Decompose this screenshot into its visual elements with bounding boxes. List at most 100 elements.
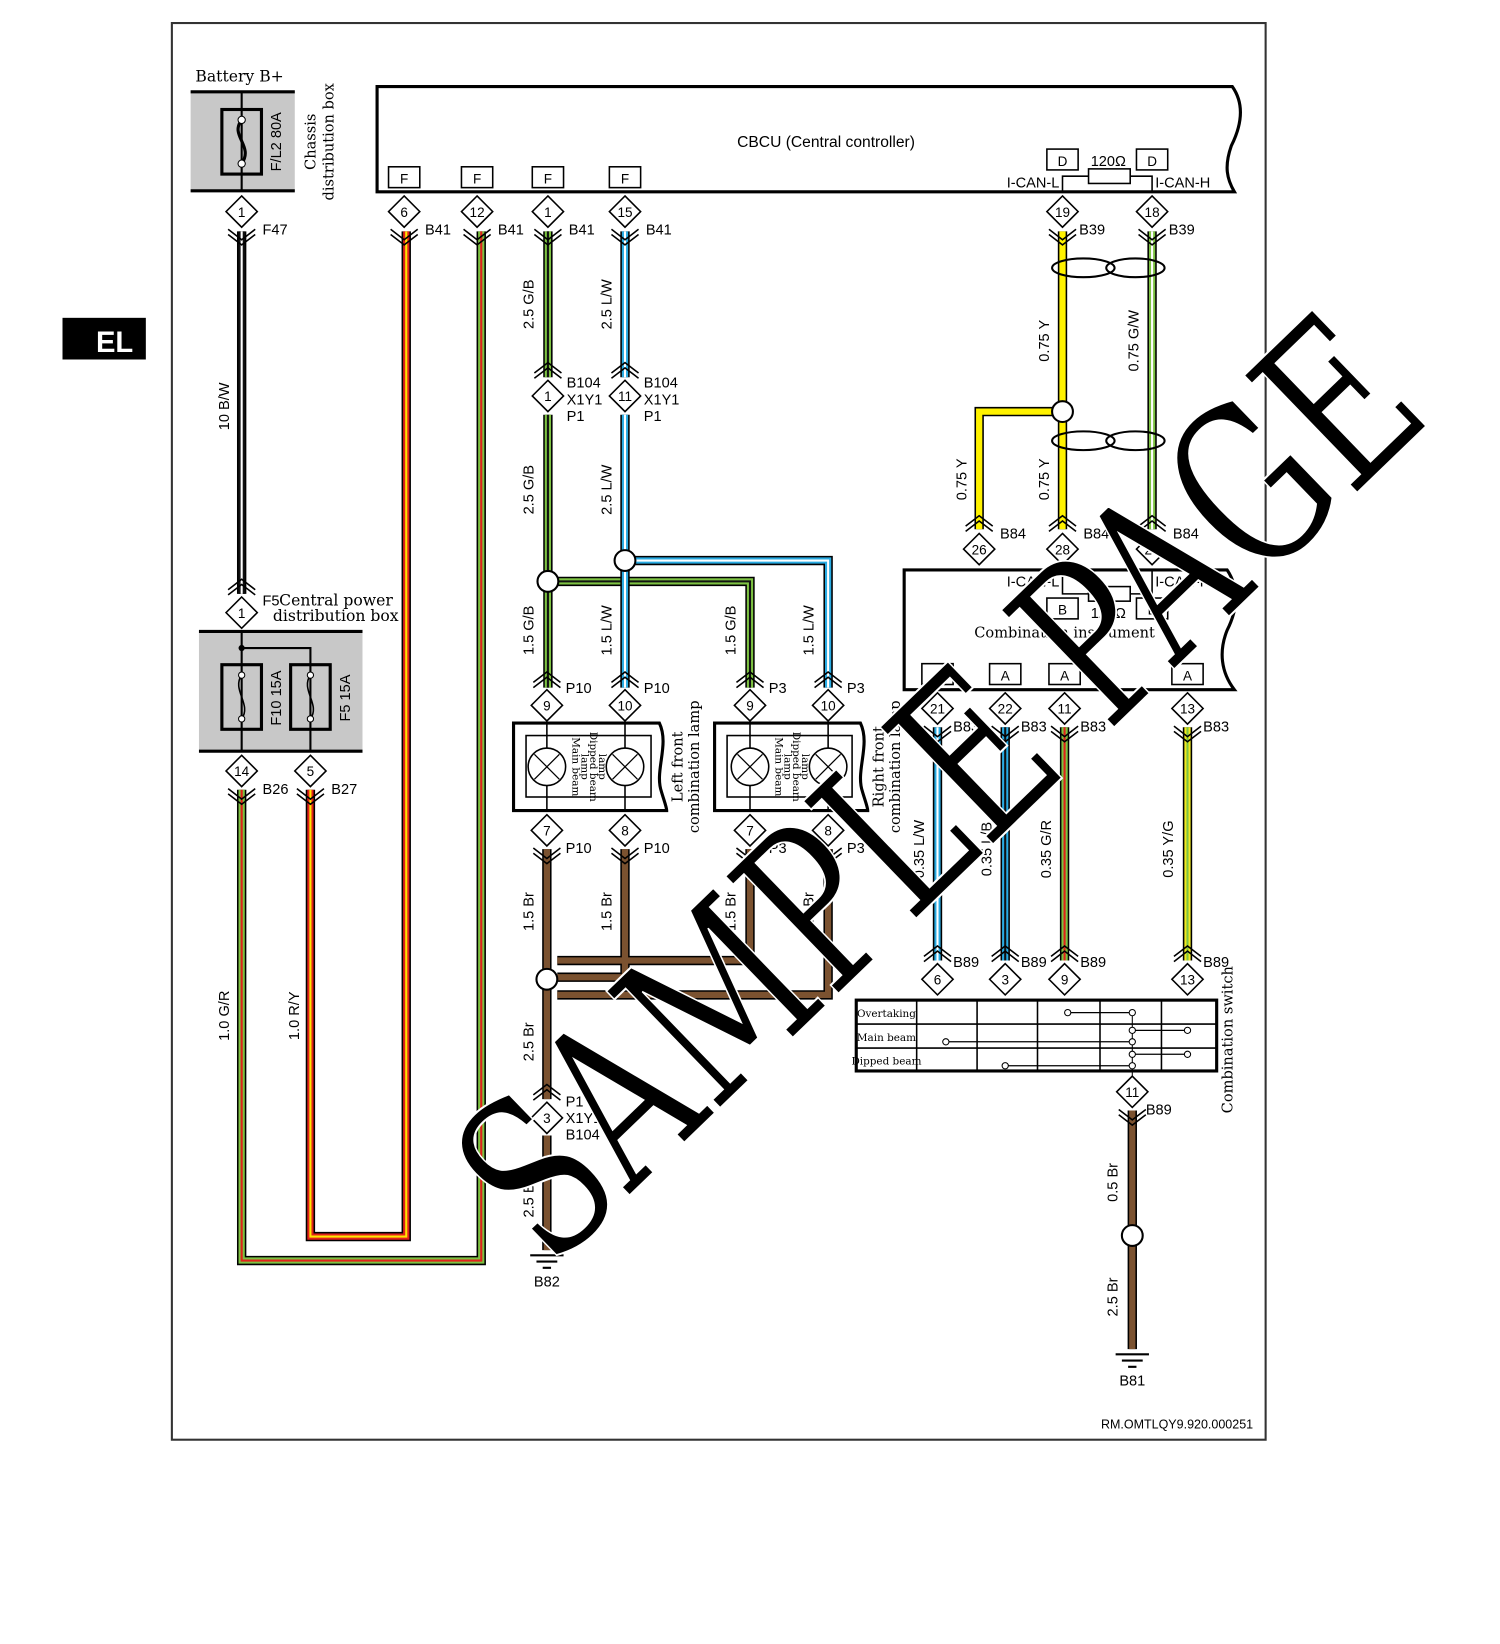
node xyxy=(238,644,245,652)
switch-label: Combination switch xyxy=(1219,966,1236,1113)
connector-code: B83 xyxy=(1203,719,1229,735)
connector-pin xyxy=(1045,532,1080,566)
ground-icon xyxy=(530,1254,564,1269)
battery-label: Battery B+ xyxy=(195,67,283,85)
wire-yellow xyxy=(976,231,1066,530)
connector-code: P1 xyxy=(644,409,662,425)
bulb-label: Dipped beam xyxy=(790,732,802,802)
fusible-link-icon xyxy=(236,118,247,165)
connector-chevron xyxy=(1138,228,1167,246)
combination-instrument xyxy=(902,568,1238,692)
connector-pin-number: 8 xyxy=(824,824,832,839)
connector-pin xyxy=(988,691,1022,726)
connector-pin-number: 19 xyxy=(1055,205,1070,220)
terminal xyxy=(237,159,246,168)
connector-chevron xyxy=(1048,514,1077,532)
connector-pin-number: 1 xyxy=(544,389,552,404)
connector-chevron xyxy=(610,847,640,865)
wire-g-b-outline xyxy=(543,231,755,688)
pin-box-label: F xyxy=(544,171,552,186)
connector-pin-number: 10 xyxy=(617,699,632,714)
wire-label: 2.5 Br xyxy=(1106,1277,1122,1316)
connector-chevron xyxy=(1118,1108,1147,1127)
switch-row-label: Overtaking xyxy=(857,1008,916,1020)
connector-code: B84 xyxy=(1000,527,1026,543)
pin-box xyxy=(988,662,1022,686)
connector-pin xyxy=(530,813,564,848)
wire-label: 2.5 G/B xyxy=(521,280,537,329)
connector-pin-number: 6 xyxy=(934,973,942,988)
wire-label: 0.75 Y xyxy=(955,458,971,500)
connector-pin-number: 10 xyxy=(821,699,836,714)
switch-grid xyxy=(856,1000,1217,1071)
fuse-icon xyxy=(306,674,315,720)
ground-icon xyxy=(1115,1353,1149,1368)
pin-box xyxy=(1046,148,1079,171)
connector-pin-number: 18 xyxy=(1145,205,1160,220)
wire-label: 0.5 Br xyxy=(1106,1163,1122,1202)
connector-chevron xyxy=(991,725,1020,743)
connector-code: B89 xyxy=(953,955,979,971)
connector-pin xyxy=(1170,962,1205,997)
bulb-label: lamp xyxy=(578,754,590,780)
connector-chevron xyxy=(533,228,562,246)
lamp-label: Left front xyxy=(669,731,686,802)
connector-code: P10 xyxy=(566,841,592,857)
connector-pin-number: 13 xyxy=(1180,973,1195,988)
connector-pin xyxy=(224,595,259,630)
wire-g-b-stripe xyxy=(546,231,752,688)
connector-pin xyxy=(1047,962,1082,997)
connector-pin xyxy=(608,194,642,229)
resistor-icon xyxy=(1087,168,1131,185)
wire-label: 1.5 L/W xyxy=(599,605,615,655)
contact-point xyxy=(1064,1008,1072,1017)
pin-box xyxy=(921,662,954,686)
connector-chevron xyxy=(991,944,1020,963)
resistor-lead xyxy=(1061,175,1153,192)
connector-pin-number: 11 xyxy=(1058,702,1072,717)
connector-chevron xyxy=(1173,725,1202,743)
connector-code: B89 xyxy=(1146,1103,1172,1119)
pin-box-label: D xyxy=(1058,154,1068,169)
connector-code: B89 xyxy=(1203,955,1229,971)
connector-pin xyxy=(460,194,494,229)
connector-code: B26 xyxy=(263,782,289,798)
connector-pin-number: 1 xyxy=(544,205,552,220)
connector-pin-number: 28 xyxy=(1055,542,1070,557)
pin-box-label: F xyxy=(400,171,408,186)
wires-layer xyxy=(236,231,1193,1350)
connector-chevron xyxy=(296,788,325,806)
contact-point xyxy=(1128,1050,1136,1058)
splice-junction xyxy=(613,549,637,573)
connector-pin xyxy=(1047,691,1082,726)
pin-box xyxy=(1048,662,1081,686)
switch-row-label: Main beam xyxy=(857,1032,916,1044)
terminal xyxy=(238,715,246,723)
connector-pin-number: 12 xyxy=(470,205,485,220)
terminal xyxy=(306,671,315,679)
connector-code: B27 xyxy=(331,782,357,798)
connector-code: B39 xyxy=(1079,223,1105,239)
connector-chevron xyxy=(735,671,765,689)
pin-box xyxy=(608,166,642,189)
connector-code: B41 xyxy=(498,223,524,239)
connector-code: X1Y1 xyxy=(644,392,680,408)
can-low-label: I-CAN-L xyxy=(1007,176,1060,192)
splice-junction xyxy=(1120,1224,1144,1247)
wire-label: 1.5 Br xyxy=(599,892,615,931)
connector-pin xyxy=(387,194,421,229)
connector-chevron xyxy=(814,671,843,689)
section-tab-label: EL xyxy=(96,327,133,359)
terminal xyxy=(237,115,246,125)
connector-pin-number: 7 xyxy=(543,824,551,839)
wire-label: 1.5 G/B xyxy=(521,606,537,655)
connector-code: P3 xyxy=(769,841,787,857)
pin-box-label: A xyxy=(933,668,942,683)
connector-pin-number: 5 xyxy=(307,764,315,779)
connector-pin-number: 15 xyxy=(617,205,632,220)
contact-point xyxy=(1128,1008,1136,1017)
wire-label: 0.75 G/W xyxy=(1127,310,1143,372)
wire-label: 2.5 Br xyxy=(521,1022,537,1061)
connector-pin xyxy=(293,754,328,788)
contact-point xyxy=(1183,1026,1192,1034)
